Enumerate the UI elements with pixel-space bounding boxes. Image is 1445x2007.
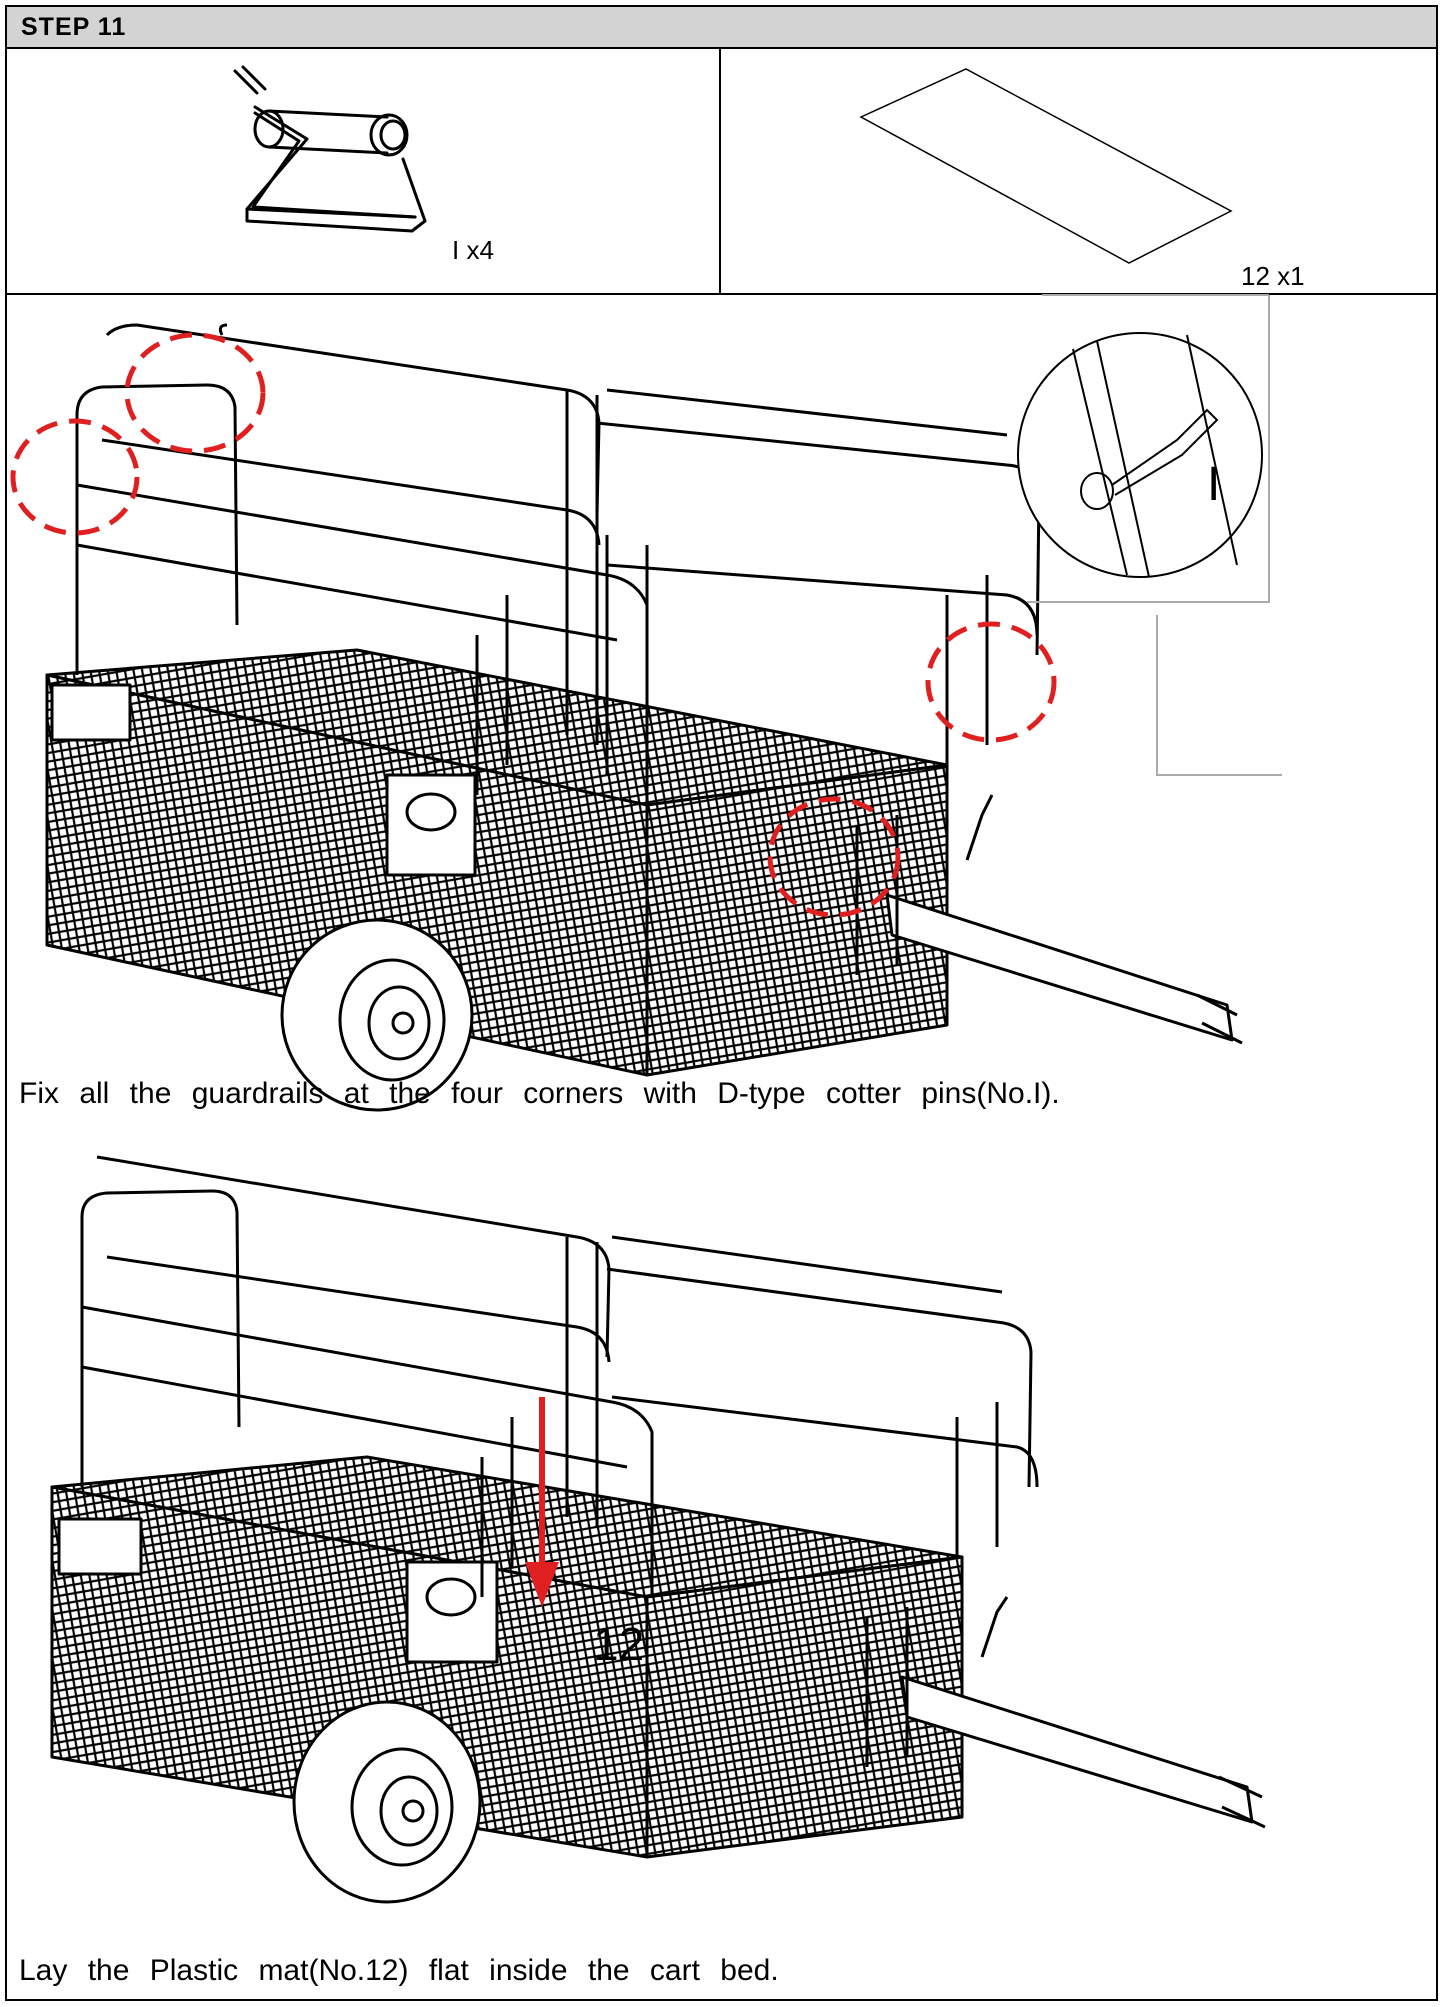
step-title: STEP 11 (21, 13, 127, 41)
plastic-mat-icon (859, 68, 1233, 264)
down-arrow-icon (525, 1397, 559, 1607)
part-cotter-pin: I x4 (7, 49, 721, 293)
d-type-cotter-pin-icon (233, 65, 427, 233)
highlight-circle-2 (10, 418, 140, 536)
highlight-circle-3 (925, 621, 1057, 743)
cart-plastic-mat-diagram (50, 1155, 1266, 1904)
highlight-circle-1 (124, 332, 266, 454)
part-caption-plastic-mat: 12 x1 (1241, 261, 1305, 291)
assembly-instructions-page: STEP 11 I x4 (5, 5, 1438, 2001)
part-caption-cotter-pin: I x4 (452, 235, 494, 265)
detail-label-pin: I (1207, 458, 1221, 511)
mat-label: 12 (593, 1618, 645, 1670)
instruction-lay-mat: Lay the Plastic mat(No.12) flat inside t… (19, 1954, 779, 1987)
highlight-circle-4 (767, 796, 901, 918)
step-header: STEP 11 (7, 7, 1436, 49)
part-plastic-mat: 12 x1 (721, 49, 1436, 293)
instruction-fix-guardrails: Fix all the guardrails at the four corne… (19, 1077, 1060, 1110)
parts-list: I x4 12 x1 (7, 49, 1436, 295)
cart-guardrail-pin-diagram (10, 294, 1282, 1112)
